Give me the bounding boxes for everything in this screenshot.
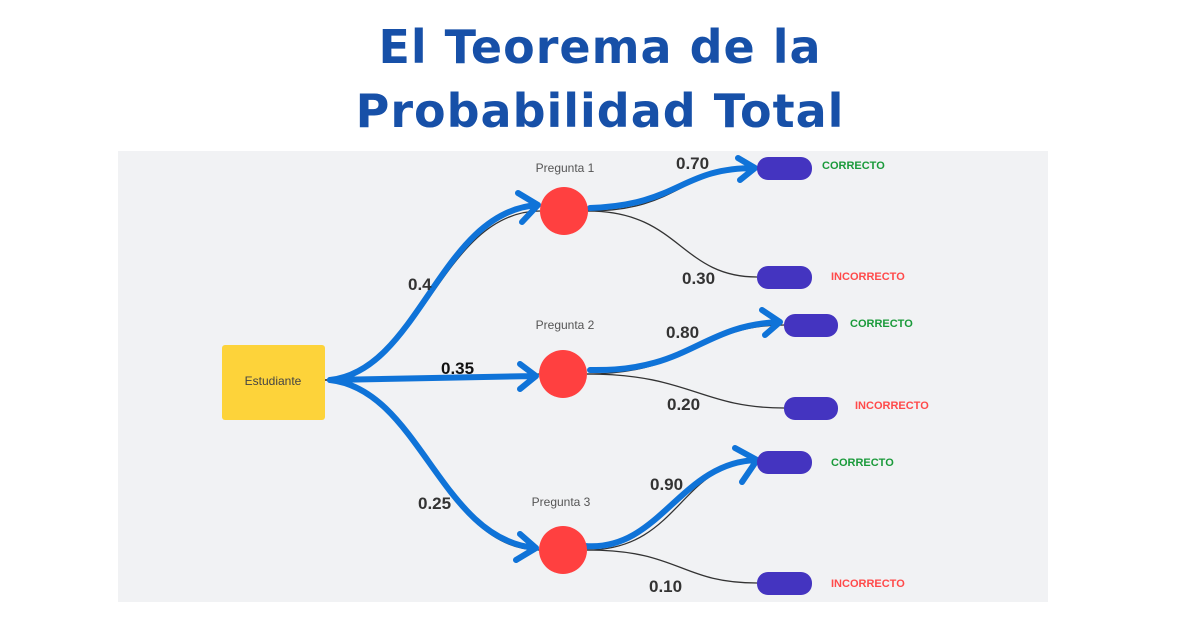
outcome-node-q2-correct [784,314,838,337]
outcome-node-q3-incorrect [757,572,812,595]
title-line-2: Probabilidad Total [355,84,845,138]
question-node-3 [539,526,587,574]
edge-q3-incorrect [586,549,758,584]
prob-q3-correct: 0.90 [650,475,683,494]
prob-q1-incorrect: 0.30 [682,269,715,288]
outcome-node-q3-correct [757,451,812,474]
outcome-label-q3-incorrect: INCORRECTO [831,578,905,590]
outcome-node-q2-incorrect [784,397,838,420]
question-node-2 [539,350,587,398]
outcome-label-q2-correct: CORRECTO [850,318,913,330]
question-label-3: Pregunta 3 [532,495,591,509]
outcome-label-q1-incorrect: INCORRECTO [831,271,905,283]
root-node [222,345,325,420]
outcome-label-q1-correct: CORRECTO [822,160,885,172]
outcome-label-q3-correct: CORRECTO [831,457,894,469]
prob-q3: 0.25 [418,494,451,513]
outcome-label-q2-incorrect: INCORRECTO [855,400,929,412]
prob-q2-incorrect: 0.20 [667,395,700,414]
prob-q1: 0.4 [408,275,432,294]
edge-q2-incorrect [586,373,785,409]
root-label: Estudiante [245,374,302,388]
highlight-arrows [327,155,783,563]
title-line-1: El Teorema de la [378,20,822,74]
prob-q2: 0.35 [441,359,474,378]
prob-q3-incorrect: 0.10 [649,577,682,596]
outcome-node-q1-incorrect [757,266,812,289]
question-label-2: Pregunta 2 [536,318,595,332]
question-node-1 [540,187,588,235]
question-label-1: Pregunta 1 [536,161,595,175]
prob-q2-correct: 0.80 [666,323,699,342]
prob-q1-correct: 0.70 [676,154,709,173]
outcome-node-q1-correct [757,157,812,180]
edge-q1-incorrect [587,210,758,278]
